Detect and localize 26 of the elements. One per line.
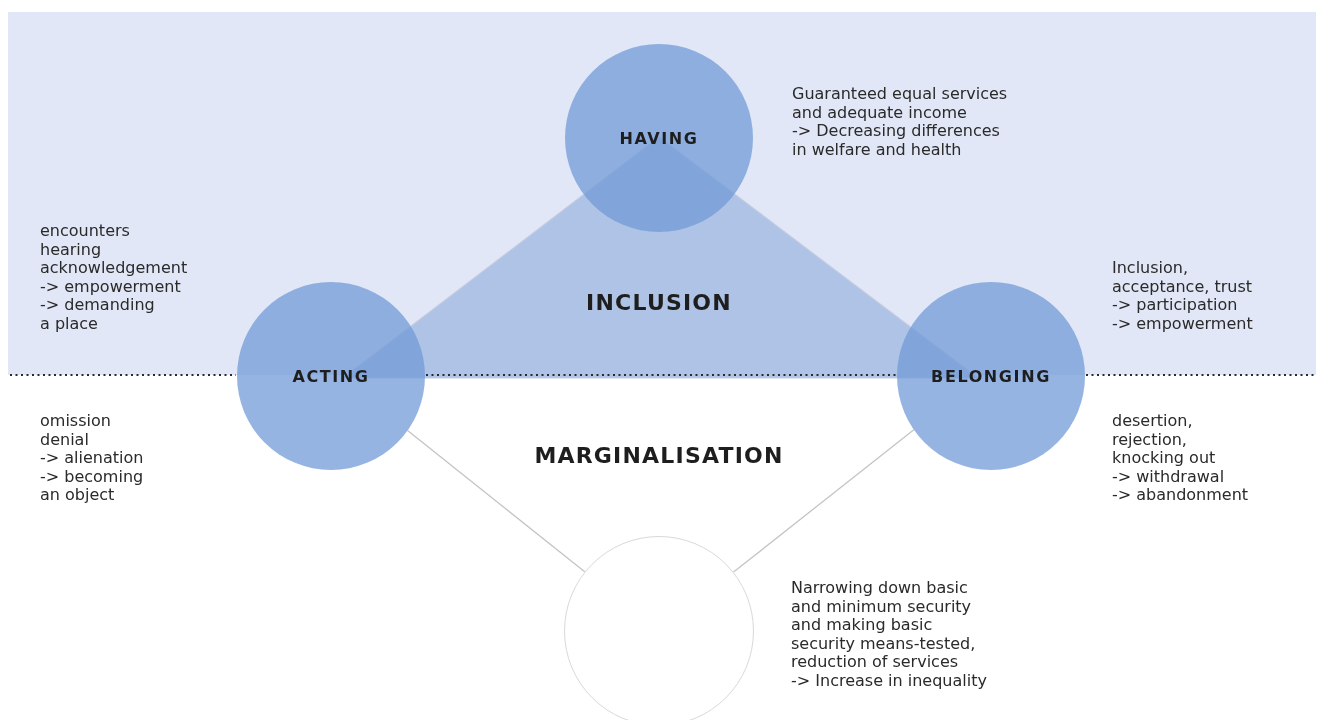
note-text: omission xyxy=(40,412,111,431)
note-text: denial xyxy=(40,430,89,449)
circle-label: HAVING xyxy=(619,128,699,148)
note-text: Narrowing down basic and minimum security and making basic security means-tested, reduction of services xyxy=(791,579,977,672)
note-text: acknowledgement xyxy=(40,259,188,278)
note-text: encounters xyxy=(40,222,130,241)
note-text: hearing xyxy=(40,240,102,259)
note-text: Inclusion, acceptance, trust xyxy=(1112,259,1254,296)
triangle-label: INCLUSION xyxy=(586,289,732,315)
section-label: MARGINALISATION xyxy=(534,442,784,468)
note-text: -> participation xyxy=(1112,296,1238,315)
connector-line xyxy=(732,429,915,573)
circle-label: ACTING xyxy=(292,366,370,386)
note-text: -> Decreasing differences in welfare and health xyxy=(792,122,1001,159)
note-text: -> Increase in inequality xyxy=(791,671,987,690)
note-text: -> demanding a place xyxy=(40,296,156,333)
note-text: -> empowerment xyxy=(40,277,181,296)
note-text: -> empowerment xyxy=(1112,314,1253,333)
note-text: desertion, rejection, knocking out xyxy=(1112,412,1217,468)
note-text: -> becoming an object xyxy=(40,467,145,505)
note-text: -> abandonment xyxy=(1112,486,1249,505)
note-text: -> alienation xyxy=(40,449,144,468)
note-text: Guaranteed equal services and adequate income xyxy=(792,85,1009,122)
circle-label: BELONGING xyxy=(931,366,1051,386)
connector-line xyxy=(406,429,586,573)
note-text: -> withdrawal xyxy=(1112,467,1225,486)
